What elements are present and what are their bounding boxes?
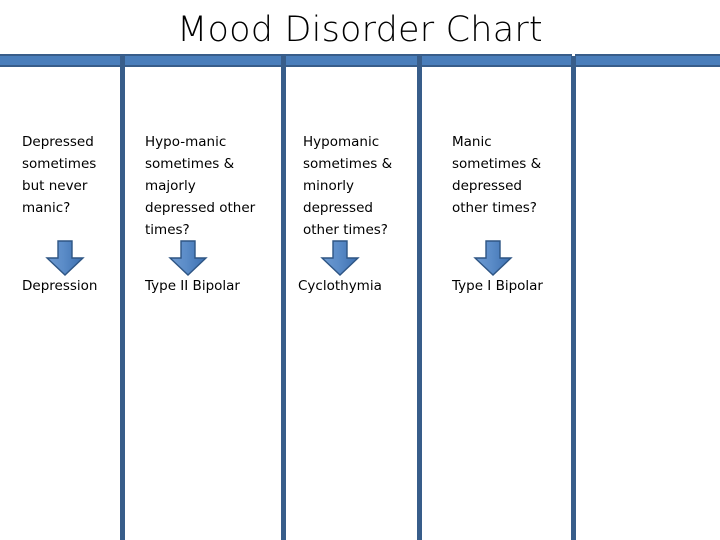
- down-arrow-icon: [168, 240, 208, 276]
- diagnosis-label-type-1-bipolar: Type I Bipolar: [452, 278, 543, 294]
- page-title: Mood Disorder Chart: [177, 10, 543, 50]
- connector-stem-1: [120, 56, 125, 540]
- column-question-cyclothymia: Hypomanic sometimes & minorly depressed …: [303, 134, 393, 238]
- column-question-type-1-bipolar: Manic sometimes & depressed other times?: [452, 134, 542, 216]
- connector-stem-3: [417, 56, 422, 540]
- down-arrow-icon: [45, 240, 85, 276]
- diagnosis-label-depression: Depression: [22, 278, 98, 294]
- connector-bar-left: [0, 54, 572, 67]
- connector-stem-4: [571, 56, 576, 540]
- column-question-depression: Depressed sometimes but never manic?: [22, 134, 97, 216]
- diagnosis-label-type-2-bipolar: Type II Bipolar: [145, 278, 240, 294]
- down-arrow-icon: [320, 240, 360, 276]
- connector-bar-right: [575, 54, 720, 67]
- diagnosis-label-cyclothymia: Cyclothymia: [298, 278, 382, 294]
- connector-stem-2: [281, 56, 286, 540]
- down-arrow-icon: [473, 240, 513, 276]
- column-question-type-2-bipolar: Hypo-manic sometimes & majorly depressed…: [145, 134, 256, 238]
